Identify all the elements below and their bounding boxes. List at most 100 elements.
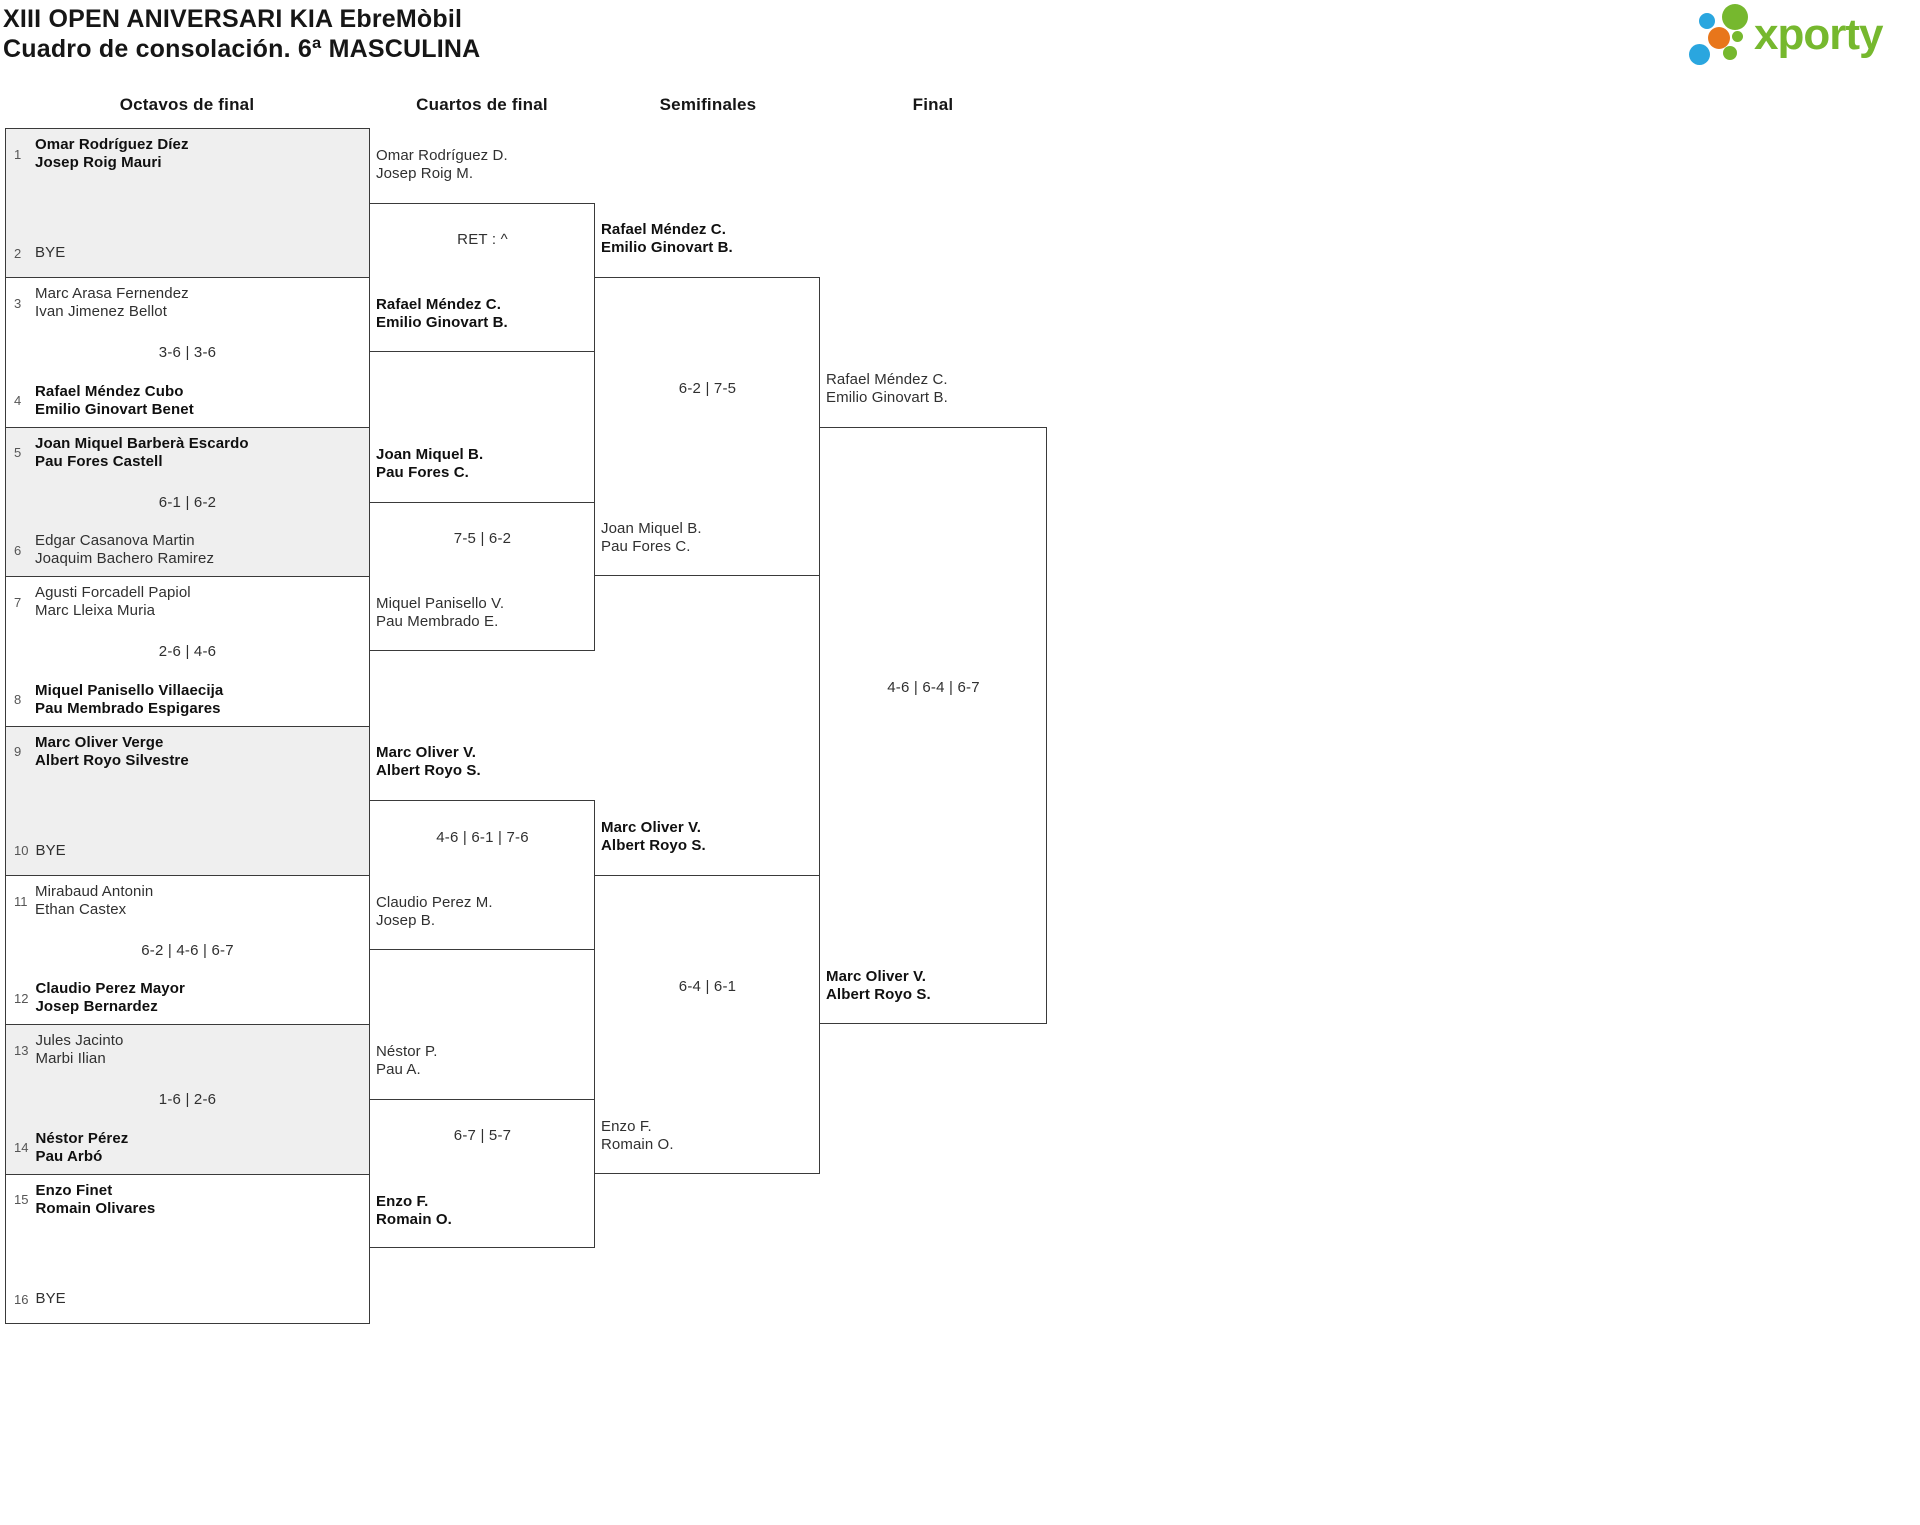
team-name-line: Marbi Ilian	[35, 1050, 106, 1068]
team-slot: 8 Miquel Panisello Villaecija Pau Membra…	[14, 682, 363, 718]
logo-dot-icon	[1708, 27, 1730, 49]
round-header-semifinales: Semifinales	[659, 95, 757, 114]
match-score: 3-6 | 3-6	[158, 344, 217, 362]
team-name-line: Omar Rodríguez Díez	[35, 136, 189, 153]
team-name-line: Marc Oliver Verge	[35, 733, 164, 751]
team-name-line: Enzo F.	[601, 1117, 652, 1135]
page-title: XIII OPEN ANIVERSARI KIA EbreMòbil Cuadr…	[3, 4, 480, 64]
qf-bracket-box-3	[369, 800, 595, 950]
qf-bracket-box-2	[369, 501, 595, 651]
team-name-line: Miquel Panisello Villaecija	[35, 681, 224, 699]
team-name-line: Pau Membrado E.	[376, 612, 499, 630]
team-name-line: Néstor Pérez	[35, 1129, 129, 1147]
team-names: Omar Rodríguez Díez Josep Roig Mauri	[35, 136, 189, 172]
team-slot-bye: 2 BYE	[14, 244, 363, 262]
sf-bracket-box-2	[594, 875, 820, 1174]
team-name-line: Edgar Casanova Martin	[35, 532, 195, 550]
qf-team-entry: Joan Miquel B. Pau Fores C.	[376, 446, 591, 482]
team-slot: 14 Néstor Pérez Pau Arbó	[14, 1130, 363, 1166]
r16-match-7: 13 Jules Jacinto Marbi Ilian 1-6 | 2-6 1…	[5, 1024, 370, 1175]
match-score: 6-4 | 6-1	[678, 977, 737, 995]
team-names: Marc Oliver Verge Albert Royo Silvestre	[35, 734, 189, 770]
team-names: Jules Jacinto Marbi Ilian	[35, 1032, 123, 1068]
team-name-line: Rafael Méndez Cubo	[35, 382, 184, 400]
match-score: 7-5 | 6-2	[453, 529, 512, 547]
seed-number: 7	[14, 594, 22, 610]
team-name-line: Mirabaud Antonin	[35, 883, 154, 900]
round-header-cuartos: Cuartos de final	[416, 95, 548, 114]
team-name-line: Pau Fores C.	[601, 538, 691, 556]
match-score: 6-7 | 5-7	[453, 1127, 512, 1145]
team-name-line: Marc Lleixa Muria	[35, 602, 156, 620]
team-name-line: Pau Fores Castell	[35, 452, 163, 470]
bye-label: BYE	[35, 841, 66, 859]
team-name-line: Rafael Méndez C.	[601, 221, 726, 239]
team-name-line: Claudio Perez M.	[376, 893, 493, 911]
sf-team-entry: Enzo F. Romain O.	[601, 1118, 816, 1154]
team-name-line: Pau A.	[376, 1061, 421, 1079]
seed-number: 14	[14, 1140, 29, 1156]
team-slot: 12 Claudio Perez Mayor Josep Bernardez	[14, 980, 363, 1016]
round-header-final: Final	[912, 95, 954, 114]
team-name-line: Néstor P.	[376, 1043, 438, 1061]
team-name-line: Joan Miquel Barberà Escardo	[35, 434, 249, 452]
team-names: Claudio Perez Mayor Josep Bernardez	[35, 980, 184, 1016]
logo-dot-icon	[1722, 4, 1748, 30]
team-name-line: Pau Membrado Espigares	[35, 699, 221, 717]
team-name-line: Agusti Forcadell Papiol	[35, 584, 191, 602]
team-name-line: Emilio Ginovart Benet	[35, 400, 194, 418]
seed-number: 11	[14, 893, 28, 909]
seed-number: 6	[14, 542, 22, 558]
sf-team-entry: Joan Miquel B. Pau Fores C.	[601, 520, 816, 556]
final-bracket-box	[819, 426, 1047, 1025]
team-name-line: Joaquim Bachero Ramirez	[35, 550, 215, 568]
team-name-line: Emilio Ginovart B.	[376, 314, 508, 332]
logo-dot-icon	[1732, 31, 1743, 42]
team-slot: 11 Mirabaud Antonin Ethan Castex	[14, 883, 363, 919]
team-names: Néstor Pérez Pau Arbó	[35, 1130, 128, 1166]
qf-team-entry: Enzo F. Romain O.	[376, 1193, 591, 1229]
team-name-line: Rafael Méndez C.	[376, 296, 501, 314]
logo-dot-icon	[1689, 44, 1710, 65]
team-slot-bye: 16 BYE	[14, 1290, 363, 1308]
sf-bracket-box-1	[594, 277, 820, 577]
team-slot: 6 Edgar Casanova Martin Joaquim Bachero …	[14, 532, 363, 568]
team-slot: 15 Enzo Finet Romain Olivares	[14, 1182, 363, 1218]
team-names: Agusti Forcadell Papiol Marc Lleixa Muri…	[35, 584, 191, 620]
team-name-line: Albert Royo S.	[826, 986, 931, 1004]
seed-number: 1	[14, 146, 22, 162]
team-name-line: Rafael Méndez C.	[826, 370, 948, 388]
team-names: Edgar Casanova Martin Joaquim Bachero Ra…	[35, 532, 214, 568]
r16-match-1: 1 Omar Rodríguez Díez Josep Roig Mauri 2…	[5, 128, 370, 279]
team-names: Mirabaud Antonin Ethan Castex	[35, 883, 153, 919]
team-slot: 4 Rafael Méndez Cubo Emilio Ginovart Ben…	[14, 383, 363, 419]
team-slot-bye: 10 BYE	[14, 842, 363, 860]
qf-team-entry: Claudio Perez M. Josep B.	[376, 894, 591, 930]
team-name-line: Albert Royo S.	[376, 762, 481, 780]
match-score: 4-6 | 6-4 | 6-7	[887, 679, 980, 697]
match-score: 2-6 | 4-6	[158, 643, 217, 661]
logo-dot-icon	[1699, 13, 1715, 29]
team-name-line: Romain O.	[601, 1135, 674, 1153]
team-slot: 13 Jules Jacinto Marbi Ilian	[14, 1032, 363, 1068]
team-slot: 3 Marc Arasa Fernendez Ivan Jimenez Bell…	[14, 285, 363, 321]
qf-team-entry: Marc Oliver V. Albert Royo S.	[376, 744, 591, 780]
draw-subtitle: Cuadro de consolación. 6ª MASCULINA	[3, 35, 481, 63]
seed-number: 3	[14, 295, 22, 311]
team-name-line: Ethan Castex	[35, 901, 127, 918]
team-name-line: Romain Olivares	[35, 1199, 156, 1217]
team-names: Joan Miquel Barberà Escardo Pau Fores Ca…	[35, 435, 249, 471]
team-name-line: Josep Roig Mauri	[35, 154, 162, 171]
team-names: Marc Arasa Fernendez Ivan Jimenez Bellot	[35, 285, 189, 321]
seed-number: 12	[14, 990, 29, 1006]
r16-match-6: 11 Mirabaud Antonin Ethan Castex 6-2 | 4…	[5, 875, 370, 1026]
team-name-line: Claudio Perez Mayor	[35, 980, 185, 998]
team-name-line: Joan Miquel B.	[376, 445, 484, 463]
match-score: 1-6 | 2-6	[158, 1091, 217, 1109]
team-name-line: Romain O.	[376, 1210, 452, 1228]
team-name-line: Albert Royo S.	[601, 837, 706, 854]
seed-number: 10	[14, 843, 29, 859]
match-score: RET : ^	[457, 230, 508, 248]
team-name-line: Enzo F.	[376, 1192, 429, 1210]
team-name-line: Joan Miquel B.	[601, 520, 702, 538]
